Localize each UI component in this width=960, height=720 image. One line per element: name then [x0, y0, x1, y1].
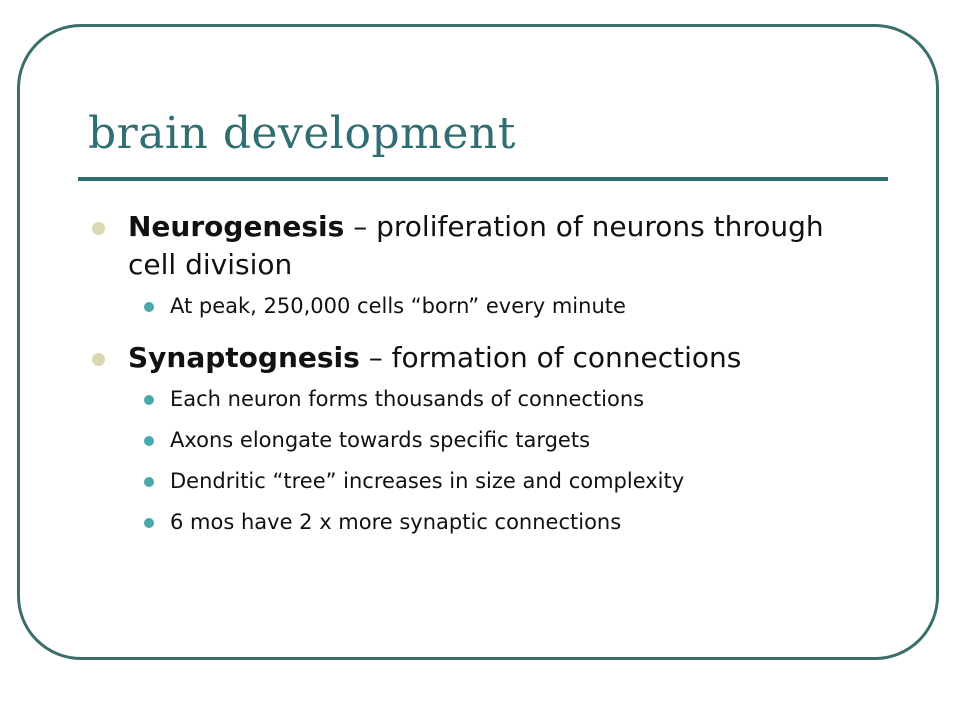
sub-bullet-text: Axons elongate towards specific targets: [170, 428, 591, 452]
slide-frame: [17, 24, 939, 660]
sub-bullet-text: Each neuron forms thousands of connectio…: [170, 387, 645, 411]
bullet-term: Neurogenesis: [128, 210, 345, 243]
bullet-item-synaptognesis: Synaptognesis – formation of connections: [88, 339, 848, 377]
slide-title: brain development: [88, 108, 516, 159]
sub-bullet-text: 6 mos have 2 x more synaptic connections: [170, 510, 622, 534]
sub-bullet-item: At peak, 250,000 cells “born” every minu…: [88, 292, 848, 320]
bullet-text: formation of connections: [391, 341, 742, 374]
sub-bullet-item: Dendritic “tree” increases in size and c…: [88, 467, 848, 495]
sub-bullet-dot-icon: [144, 395, 154, 405]
sub-bullet-item: 6 mos have 2 x more synaptic connections: [88, 508, 848, 536]
bullet-dot-icon: [92, 353, 105, 366]
title-underline: [78, 177, 888, 181]
sub-bullet-item: Each neuron forms thousands of connectio…: [88, 385, 848, 413]
sub-bullet-text: Dendritic “tree” increases in size and c…: [170, 469, 685, 493]
bullet-list: Neurogenesis – proliferation of neurons …: [88, 208, 848, 549]
bullet-dot-icon: [92, 222, 105, 235]
bullet-text: proliferation of neurons through cell di…: [128, 210, 824, 281]
sub-bullet-text: At peak, 250,000 cells “born” every minu…: [170, 294, 626, 318]
bullet-item-neurogenesis: Neurogenesis – proliferation of neurons …: [88, 208, 848, 284]
bullet-separator: –: [344, 210, 377, 243]
sub-bullet-dot-icon: [144, 477, 154, 487]
sub-bullet-dot-icon: [144, 302, 154, 312]
sub-bullet-dot-icon: [144, 518, 154, 528]
bullet-term: Synaptognesis: [128, 341, 360, 374]
bullet-separator: –: [359, 341, 392, 374]
sub-bullet-dot-icon: [144, 436, 154, 446]
sub-bullet-item: Axons elongate towards specific targets: [88, 426, 848, 454]
